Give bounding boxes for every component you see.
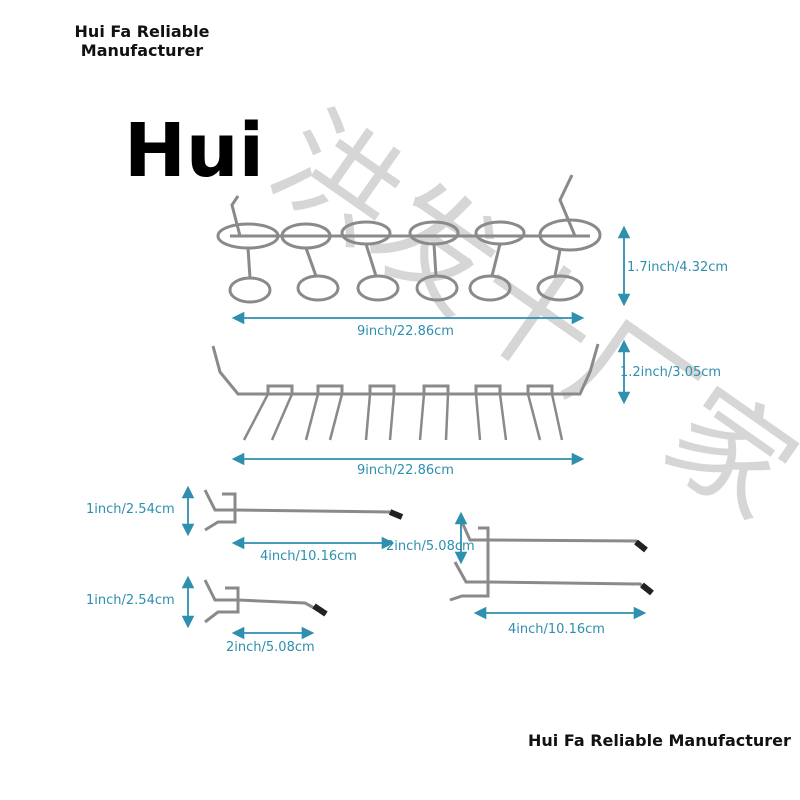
brand-big-label: Hui (124, 108, 264, 194)
brand-bottom-label: Hui Fa Reliable Manufacturer (528, 731, 791, 750)
rack2-width-label: 9inch/22.86cm (357, 463, 454, 478)
double-height-label: 2inch/5.08cm (386, 539, 475, 554)
prong-rack (211, 343, 600, 441)
hook1-height-label: 1inch/2.54cm (86, 502, 175, 517)
double-length-label: 4inch/10.16cm (508, 622, 605, 637)
hook1-length-label: 4inch/10.16cm (260, 549, 357, 564)
short-hook (203, 579, 328, 624)
dimension-arrows (181, 225, 647, 640)
brand-top-label: Hui Fa Reliable Manufacturer (74, 22, 210, 60)
ring-rack (216, 174, 602, 304)
double-hook (449, 521, 654, 602)
rack1-width-label: 9inch/22.86cm (357, 324, 454, 339)
rack1-height-label: 1.7inch/4.32cm (627, 260, 729, 275)
long-hook (203, 489, 404, 532)
hook2-height-label: 1inch/2.54cm (86, 593, 175, 608)
rack2-height-label: 1.2inch/3.05cm (620, 365, 722, 380)
hook2-length-label: 2inch/5.08cm (226, 640, 315, 655)
